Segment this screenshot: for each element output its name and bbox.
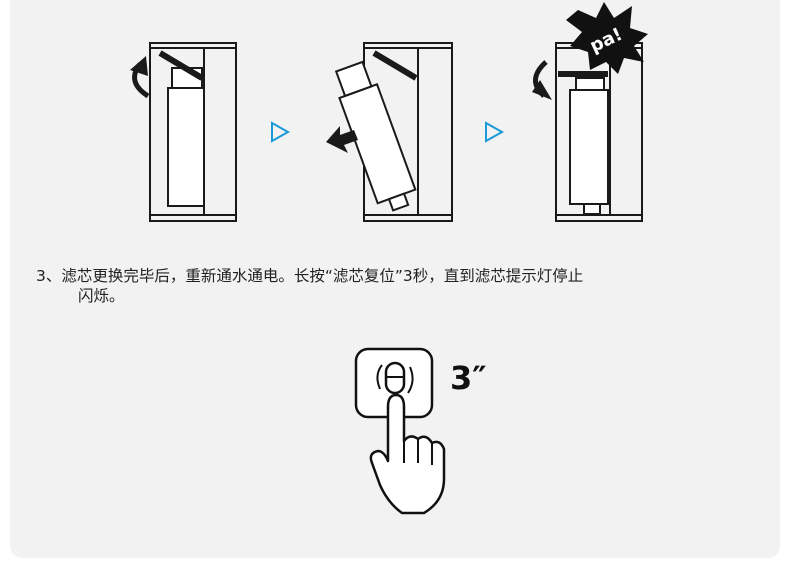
- cartridge-neck: [575, 77, 605, 91]
- next-step-arrow-icon: [485, 121, 505, 143]
- hold-duration-label: 3″: [450, 359, 487, 397]
- panel-1-rotate-cap: [130, 42, 237, 222]
- instruction-line-2: 闪烁。: [78, 287, 125, 305]
- filter-cartridge: [569, 89, 609, 205]
- next-step-arrow-icon: [271, 121, 291, 143]
- instruction-line-1: 3、滤芯更换完毕后，重新通水通电。长按“滤芯复位”3秒，直到滤芯提示灯停止: [36, 267, 584, 285]
- lever: [372, 50, 418, 81]
- housing-side-wall: [203, 47, 237, 216]
- housing-side-wall: [609, 47, 643, 216]
- filter-cartridge: [167, 87, 205, 207]
- step-3-instruction: 3、滤芯更换完毕后，重新通水通电。长按“滤芯复位”3秒，直到滤芯提示灯停止 闪烁…: [36, 266, 756, 306]
- panel-2-remove-filter: [326, 42, 453, 222]
- burst-icon: pa!: [566, 2, 648, 74]
- hold-reset-illustration: [354, 347, 446, 515]
- tilted-filter-cartridge: [334, 60, 417, 212]
- remove-arrow-icon: [326, 126, 358, 153]
- refresh-arrow-icon: [376, 364, 383, 390]
- lever: [158, 50, 204, 81]
- filter-replacement-illustration: pa!: [130, 2, 648, 222]
- housing-side-wall: [417, 47, 453, 216]
- panel-3-install-filter: [532, 42, 643, 222]
- hand-press-icon: [369, 393, 446, 515]
